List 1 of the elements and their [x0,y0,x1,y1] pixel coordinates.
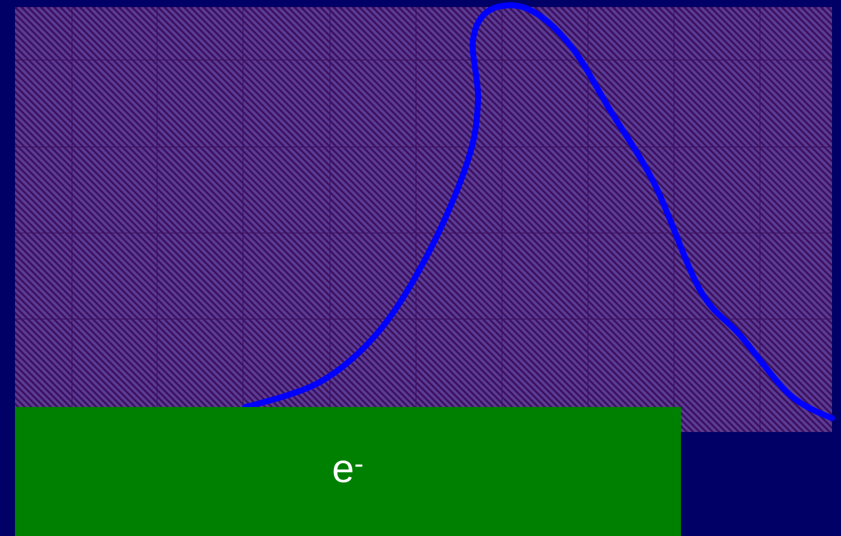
label-box: e$^{-}$ [15,407,681,536]
